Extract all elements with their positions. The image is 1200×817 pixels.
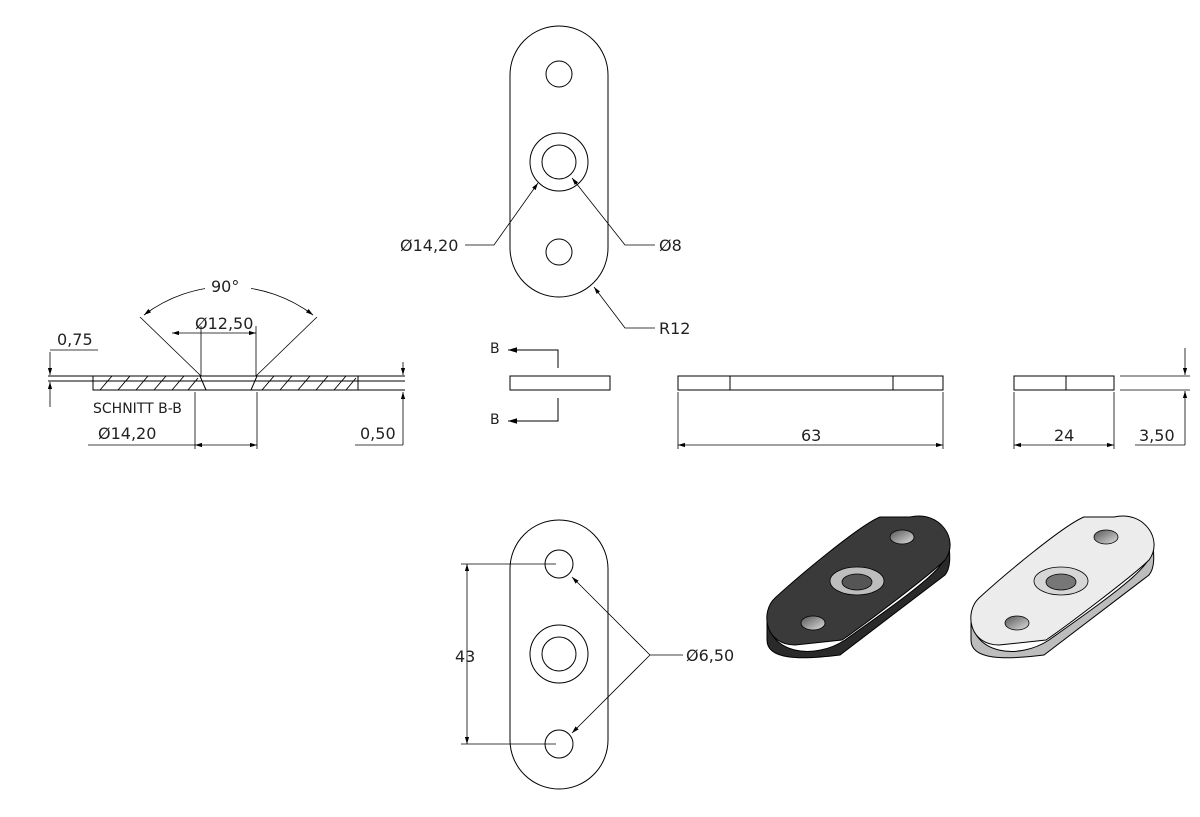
iso-light-hole-lower xyxy=(1004,615,1030,631)
dim-section-outer-dia: Ø14,20 xyxy=(98,424,156,443)
leader-top-inner-dia xyxy=(571,177,655,246)
section-mark-top: B xyxy=(490,341,500,357)
dim-top-inner-dia: Ø8 xyxy=(659,236,682,255)
section-cut-mark: B B xyxy=(490,341,611,428)
bottom-countersink-inner xyxy=(541,636,577,672)
dim-top-outer-dia: Ø14,20 xyxy=(400,236,458,255)
leader-radius xyxy=(593,286,655,329)
bottom-countersink-outer xyxy=(529,624,589,684)
front-view-outline xyxy=(677,375,944,391)
side-view-outline xyxy=(1013,375,1115,391)
isometric-light xyxy=(970,515,1155,659)
dim-thickness: 3,50 xyxy=(1139,426,1175,445)
iso-light-countersink-hole xyxy=(1045,573,1077,591)
dim-section-angle: 90° xyxy=(211,277,239,296)
dim-section-thickness-top: 0,75 xyxy=(57,330,93,349)
iso-dark-hole-lower xyxy=(800,615,826,631)
iso-dark-hole-upper xyxy=(889,529,915,545)
top-countersink-inner xyxy=(541,144,577,180)
iso-light-hole-upper xyxy=(1093,529,1119,545)
top-countersink-outer xyxy=(529,132,589,192)
section-mark-bottom: B xyxy=(490,412,500,428)
section-hatching xyxy=(99,375,357,391)
iso-dark-countersink-hole xyxy=(841,573,873,591)
dim-width: 24 xyxy=(1054,426,1074,445)
top-view: Ø14,20 Ø8 R12 xyxy=(400,25,690,338)
front-view: 63 xyxy=(677,375,944,449)
dim-hole-dia: Ø6,50 xyxy=(686,646,734,665)
bottom-view: 43 Ø6,50 xyxy=(455,519,734,790)
dim-radius: R12 xyxy=(659,319,690,338)
section-view: 90° Ø12,50 0,75 SCHNITT B-B Ø14,20 0,50 xyxy=(47,274,406,449)
top-hole-upper xyxy=(545,60,573,88)
top-view-outline xyxy=(509,25,609,298)
isometric-dark xyxy=(766,515,951,659)
dim-section-countersink-dia: Ø12,50 xyxy=(195,314,253,333)
dim-section-thickness-bottom: 0,50 xyxy=(360,424,396,443)
leader-top-outer-dia xyxy=(465,182,539,246)
dim-length: 63 xyxy=(801,426,821,445)
top-hole-lower xyxy=(545,238,573,266)
side-view: 24 3,50 xyxy=(1013,348,1190,449)
section-title: SCHNITT B-B xyxy=(93,401,182,417)
dim-hole-spacing: 43 xyxy=(455,647,475,666)
bottom-view-outline xyxy=(509,519,609,790)
